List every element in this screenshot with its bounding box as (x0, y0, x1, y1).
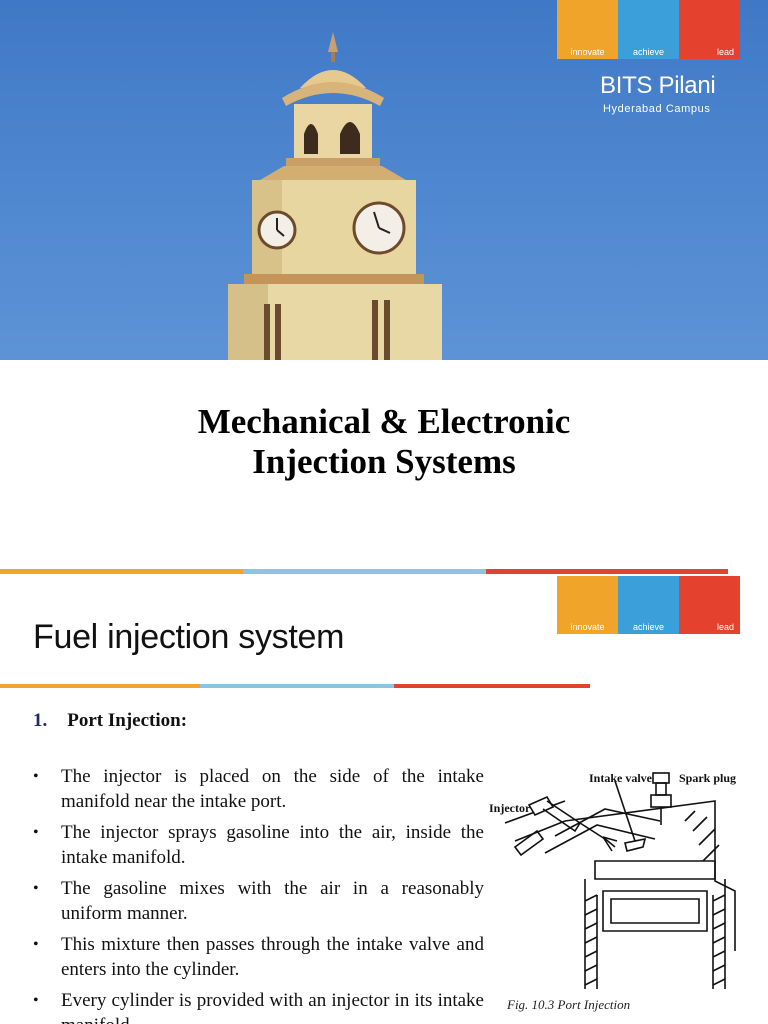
label-injector: Injector (489, 801, 531, 815)
tagline-lead-box: lead (679, 0, 740, 59)
label-intake-valve: Intake valve (589, 771, 652, 785)
campus-name: Hyderabad Campus (603, 103, 711, 115)
slide-title-line-2: Injection Systems (252, 442, 516, 481)
brand-name-bits: BITS (600, 72, 653, 99)
brand-name-pilani: Pilani (658, 72, 716, 99)
figure-caption: Fig. 10.3 Port Injection (507, 997, 631, 1012)
subheading: 1. Port Injection: (33, 710, 187, 732)
bullet-item: The injector sprays gasoline into the ai… (33, 820, 484, 870)
title-slide: innovate achieve lead BITS Pilani Hydera… (0, 0, 768, 575)
label-spark-plug: Spark plug (679, 771, 737, 785)
port-injection-figure: Intake valve Spark plug Injector Fig. 10… (485, 761, 755, 1021)
tagline-lead-box-2: lead (679, 576, 740, 634)
tagline-achieve: achieve (618, 0, 679, 59)
tagline-innovate: innovate (557, 0, 618, 59)
bullet-item: Every cylinder is provided with an injec… (33, 988, 484, 1024)
content-slide: innovate achieve lead Fuel injection sys… (0, 576, 768, 1024)
slide-divider (0, 569, 768, 574)
bullet-list: The injector is placed on the side of th… (33, 764, 484, 1024)
heading-underline (0, 684, 590, 688)
bullet-item: This mixture then passes through the int… (33, 932, 484, 982)
tagline-achieve-2: achieve (618, 576, 679, 634)
tagline-lead: lead (716, 47, 734, 57)
slide-title: Mechanical & Electronic Injection System… (0, 402, 768, 482)
slide-heading: Fuel injection system (33, 618, 345, 656)
tagline-lead-2: lead (716, 622, 734, 632)
engine-diagram (504, 772, 736, 989)
bullet-item: The injector is placed on the side of th… (33, 764, 484, 814)
brand-tagline-strip: innovate achieve lead (557, 0, 740, 59)
brand-tagline-strip-2: innovate achieve lead (557, 576, 740, 634)
slide-title-line-1: Mechanical & Electronic (197, 402, 571, 441)
brand-name: BITS Pilani (600, 72, 716, 100)
subheading-number: 1. (33, 710, 48, 731)
clock-tower-image (228, 32, 442, 360)
bullet-item: The gasoline mixes with the air in a rea… (33, 876, 484, 926)
subheading-text: Port Injection: (67, 710, 188, 731)
tagline-innovate-2: innovate (557, 576, 618, 634)
